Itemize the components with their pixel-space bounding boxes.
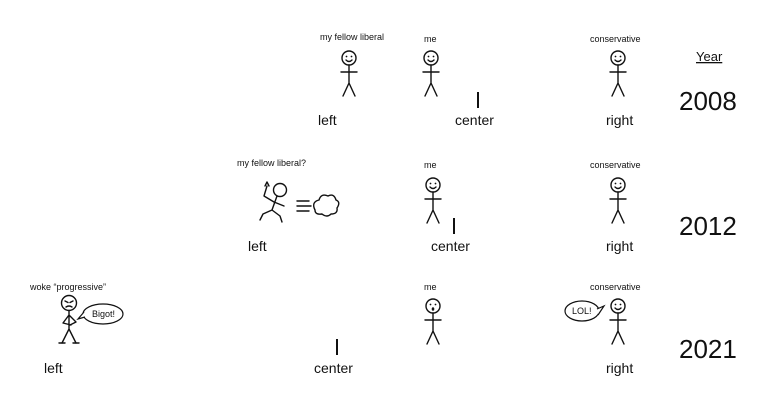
speech-bubble-lol: LOL! — [564, 300, 606, 322]
stick-figure-me — [424, 177, 442, 224]
figure-label-conservative: conservative — [590, 282, 641, 292]
figure-label-me: me — [424, 160, 437, 170]
dust-cloud-icon — [296, 194, 340, 217]
figure-label-conservative: conservative — [590, 34, 641, 44]
axis-label-center: center — [431, 238, 470, 254]
bubble-text: Bigot! — [92, 309, 115, 319]
year-label: 2012 — [679, 211, 737, 241]
year-label: 2008 — [679, 86, 737, 116]
stick-figure-conservative — [609, 177, 627, 224]
axis-label-right: right — [606, 112, 633, 128]
axis-label-left: left — [318, 112, 337, 128]
axis-label-left: left — [248, 238, 267, 254]
stick-figure-me — [422, 50, 440, 97]
axis-label-right: right — [606, 238, 633, 254]
axis-label-center: center — [455, 112, 494, 128]
row-2008: left center right 2008 my fellow liberal… — [318, 32, 737, 128]
figure-label-woke-progressive: woke “progressive” — [29, 282, 106, 292]
stick-figure-fellow-liberal — [340, 50, 358, 97]
figure-label-fellow-liberal: my fellow liberal? — [237, 158, 306, 168]
running-figure-fellow-liberal — [259, 181, 288, 223]
year-header: Year — [696, 49, 723, 64]
bubble-text: LOL! — [572, 306, 592, 316]
year-label: 2021 — [679, 334, 737, 364]
speech-bubble-bigot: Bigot! — [76, 303, 124, 325]
axis-label-left: left — [44, 360, 63, 376]
figure-label-me: me — [424, 34, 437, 44]
row-2012: left center right 2012 my fellow liberal… — [237, 158, 737, 254]
stick-figure-conservative — [609, 298, 627, 345]
stick-figure-woke-progressive — [58, 294, 80, 344]
stick-figure-conservative — [609, 50, 627, 97]
row-2021: left center right 2021 woke “progressive… — [29, 282, 737, 376]
figure-label-fellow-liberal: my fellow liberal — [320, 32, 384, 42]
axis-label-right: right — [606, 360, 633, 376]
figure-label-conservative: conservative — [590, 160, 641, 170]
axis-label-center: center — [314, 360, 353, 376]
figure-label-me: me — [424, 282, 437, 292]
stick-figure-me — [424, 298, 442, 345]
